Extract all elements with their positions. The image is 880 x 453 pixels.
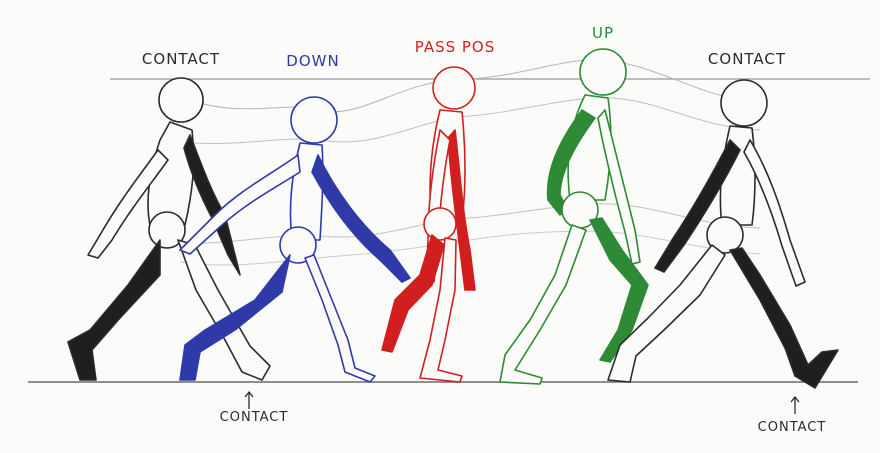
head bbox=[720, 79, 768, 127]
front-arm bbox=[179, 154, 301, 255]
back-leg bbox=[607, 244, 726, 383]
figure-contact-1 bbox=[67, 77, 271, 381]
head bbox=[158, 77, 204, 123]
hip bbox=[148, 211, 186, 249]
label-passing: PASS POS bbox=[414, 38, 496, 56]
shoulder-arc-guide bbox=[159, 97, 761, 144]
figure-up bbox=[499, 48, 649, 385]
figure-contact-2 bbox=[607, 79, 839, 389]
back-arm bbox=[183, 134, 241, 276]
front-leg bbox=[304, 254, 376, 383]
foot-contact-note-left: CONTACT bbox=[219, 410, 289, 425]
standing-leg bbox=[419, 237, 463, 383]
label-contact-2: CONTACT bbox=[707, 50, 787, 68]
head bbox=[290, 96, 338, 144]
hip bbox=[706, 216, 744, 254]
front-arm bbox=[597, 109, 641, 265]
label-contact-1: CONTACT bbox=[141, 50, 221, 68]
up-arrow-icon bbox=[244, 390, 254, 409]
front-leg bbox=[729, 247, 839, 389]
hip bbox=[423, 207, 457, 241]
figure-passing bbox=[381, 66, 476, 383]
front-leg bbox=[499, 224, 587, 385]
up-arrow-icon bbox=[790, 395, 800, 414]
label-up: UP bbox=[591, 24, 615, 42]
front-arm bbox=[743, 139, 806, 287]
back-leg bbox=[589, 217, 649, 363]
hip bbox=[279, 226, 317, 264]
back-leg bbox=[179, 254, 291, 381]
label-down: DOWN bbox=[286, 52, 340, 70]
back-arm bbox=[654, 139, 741, 273]
back-arm bbox=[447, 129, 476, 291]
back-leg bbox=[67, 239, 161, 381]
front-leg bbox=[177, 239, 271, 381]
bent-leg bbox=[381, 234, 445, 353]
figure-down bbox=[179, 96, 411, 383]
front-arm bbox=[87, 149, 169, 259]
hip-arc-guide bbox=[149, 203, 761, 244]
head bbox=[432, 66, 476, 110]
back-arm bbox=[311, 154, 411, 283]
head bbox=[579, 48, 627, 96]
foot-contact-note-right: CONTACT bbox=[757, 420, 827, 435]
